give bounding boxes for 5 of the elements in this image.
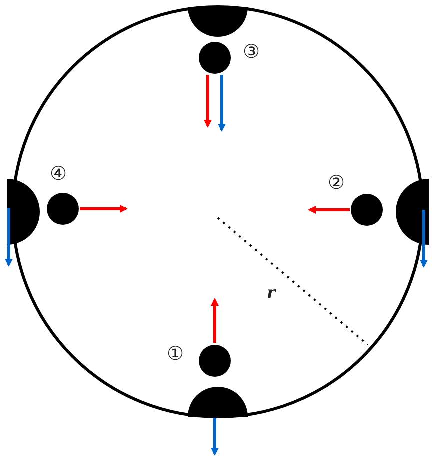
position-number: ③ (243, 42, 260, 62)
position-number: ② (328, 173, 346, 193)
position-number: ④ (50, 164, 68, 184)
position-number: ① (167, 344, 184, 364)
radius-label: r (267, 283, 276, 303)
